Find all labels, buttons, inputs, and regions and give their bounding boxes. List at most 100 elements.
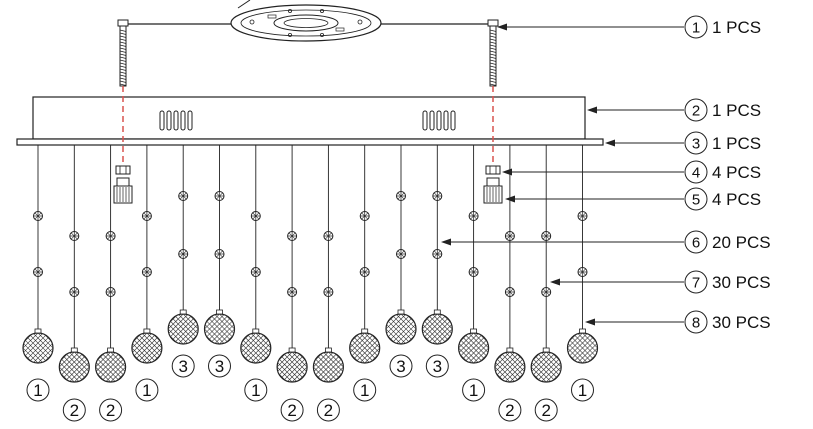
strand-type-number: 1 bbox=[360, 381, 369, 400]
strand-type-label: 1 bbox=[244, 378, 268, 402]
part-quantity: 1 PCS bbox=[712, 101, 761, 120]
part-quantity: 1 PCS bbox=[712, 134, 761, 153]
bead-icon bbox=[105, 287, 116, 297]
bead-icon bbox=[396, 249, 406, 259]
strand-type-number: 2 bbox=[541, 401, 550, 420]
strand-type-label: 2 bbox=[316, 398, 340, 422]
part-callout-1: 1 1 PCS bbox=[497, 15, 761, 39]
strand-type-number: 2 bbox=[70, 401, 79, 420]
mounting-plate-icon bbox=[122, 0, 492, 42]
strand-type-number: 3 bbox=[396, 357, 405, 376]
strand-type-number: 2 bbox=[287, 401, 296, 420]
bead-icon bbox=[359, 211, 370, 221]
bead-icon bbox=[541, 287, 552, 297]
bead-icon bbox=[432, 249, 443, 259]
part-quantity: 30 PCS bbox=[712, 313, 771, 332]
bead-icon bbox=[504, 231, 515, 241]
bead-icon bbox=[178, 249, 189, 259]
strand-type-label: 1 bbox=[135, 378, 159, 402]
bead-icon bbox=[577, 211, 588, 221]
strand-type-label: 1 bbox=[26, 378, 50, 402]
strand-type-label: 2 bbox=[498, 398, 522, 422]
crystal-ball-icon bbox=[203, 309, 236, 345]
bead-icon bbox=[33, 267, 43, 277]
strand-type-number: 2 bbox=[505, 401, 514, 420]
strand bbox=[22, 145, 54, 364]
crystal-ball-icon bbox=[385, 309, 417, 345]
strand-type-label: 1 bbox=[571, 378, 594, 402]
part-number: 4 bbox=[692, 165, 700, 182]
strand-type-number: 2 bbox=[324, 401, 333, 420]
part-callout-2: 2 1 PCS bbox=[587, 98, 761, 122]
bead-icon bbox=[105, 231, 116, 241]
strand-type-label: 3 bbox=[171, 354, 195, 378]
part-number: 2 bbox=[692, 103, 700, 120]
strand-type-label: 1 bbox=[462, 378, 486, 402]
part-callout-8: 8 30 PCS bbox=[585, 310, 771, 334]
crystal-ball-icon bbox=[22, 328, 54, 364]
strand-type-label: 2 bbox=[534, 398, 558, 422]
crystal-strands bbox=[22, 145, 599, 383]
bead-icon bbox=[69, 231, 80, 241]
crystal-ball-icon bbox=[240, 328, 272, 364]
bead-icon bbox=[541, 231, 552, 241]
strand-type-number: 1 bbox=[578, 381, 587, 400]
part-number: 8 bbox=[692, 315, 700, 332]
bead-icon bbox=[323, 231, 334, 241]
strand-type-number: 2 bbox=[106, 401, 115, 420]
chandelier-structure bbox=[16, 0, 604, 204]
bead-icon bbox=[396, 191, 406, 201]
bead-icon bbox=[141, 211, 152, 221]
strand-type-label: 3 bbox=[389, 354, 413, 378]
strand-type-number: 1 bbox=[142, 381, 151, 400]
canopy-box-icon bbox=[32, 96, 586, 140]
crystal-ball-icon bbox=[276, 347, 308, 383]
part-callout-5: 5 4 PCS bbox=[505, 187, 761, 211]
crystal-ball-icon bbox=[58, 347, 90, 383]
bead-icon bbox=[141, 267, 152, 277]
bead-icon bbox=[214, 249, 225, 259]
strand bbox=[94, 145, 127, 383]
strand-type-label: 2 bbox=[99, 398, 123, 422]
strand bbox=[421, 145, 453, 345]
bead-icon bbox=[359, 267, 370, 277]
part-quantity: 30 PCS bbox=[712, 273, 771, 292]
cap-connector-icon bbox=[483, 177, 503, 204]
bead-icon bbox=[287, 287, 298, 297]
part-quantity: 1 PCS bbox=[712, 18, 761, 37]
strand-type-label: 3 bbox=[425, 354, 449, 378]
strand-type-number: 3 bbox=[215, 357, 224, 376]
strand-type-number: 1 bbox=[251, 381, 260, 400]
strand bbox=[276, 145, 308, 383]
cap-connector-icon bbox=[113, 177, 133, 204]
strand bbox=[240, 145, 272, 364]
strand bbox=[385, 145, 417, 345]
crystal-ball-icon bbox=[530, 347, 562, 383]
crystal-ball-icon bbox=[421, 309, 453, 345]
strand bbox=[349, 145, 381, 364]
bead-icon bbox=[432, 191, 443, 201]
strand bbox=[530, 145, 562, 383]
strand bbox=[203, 145, 236, 345]
part-callout-4: 4 4 PCS bbox=[502, 160, 761, 184]
crystal-ball-icon bbox=[94, 347, 127, 383]
part-quantity: 4 PCS bbox=[712, 190, 761, 209]
strand-type-label: 1 bbox=[353, 378, 377, 402]
part-quantity: 4 PCS bbox=[712, 163, 761, 182]
bead-icon bbox=[69, 287, 80, 297]
part-quantity: 20 PCS bbox=[712, 233, 771, 252]
part-number: 1 bbox=[692, 20, 700, 37]
crystal-ball-icon bbox=[494, 347, 526, 383]
bead-icon bbox=[323, 287, 334, 297]
strand bbox=[566, 145, 599, 364]
strand-type-number: 1 bbox=[33, 381, 42, 400]
nut-icon bbox=[485, 165, 501, 175]
bead-icon bbox=[250, 211, 261, 221]
crystal-ball-icon bbox=[312, 347, 344, 383]
bead-icon bbox=[214, 191, 225, 201]
part-number: 5 bbox=[692, 192, 700, 209]
